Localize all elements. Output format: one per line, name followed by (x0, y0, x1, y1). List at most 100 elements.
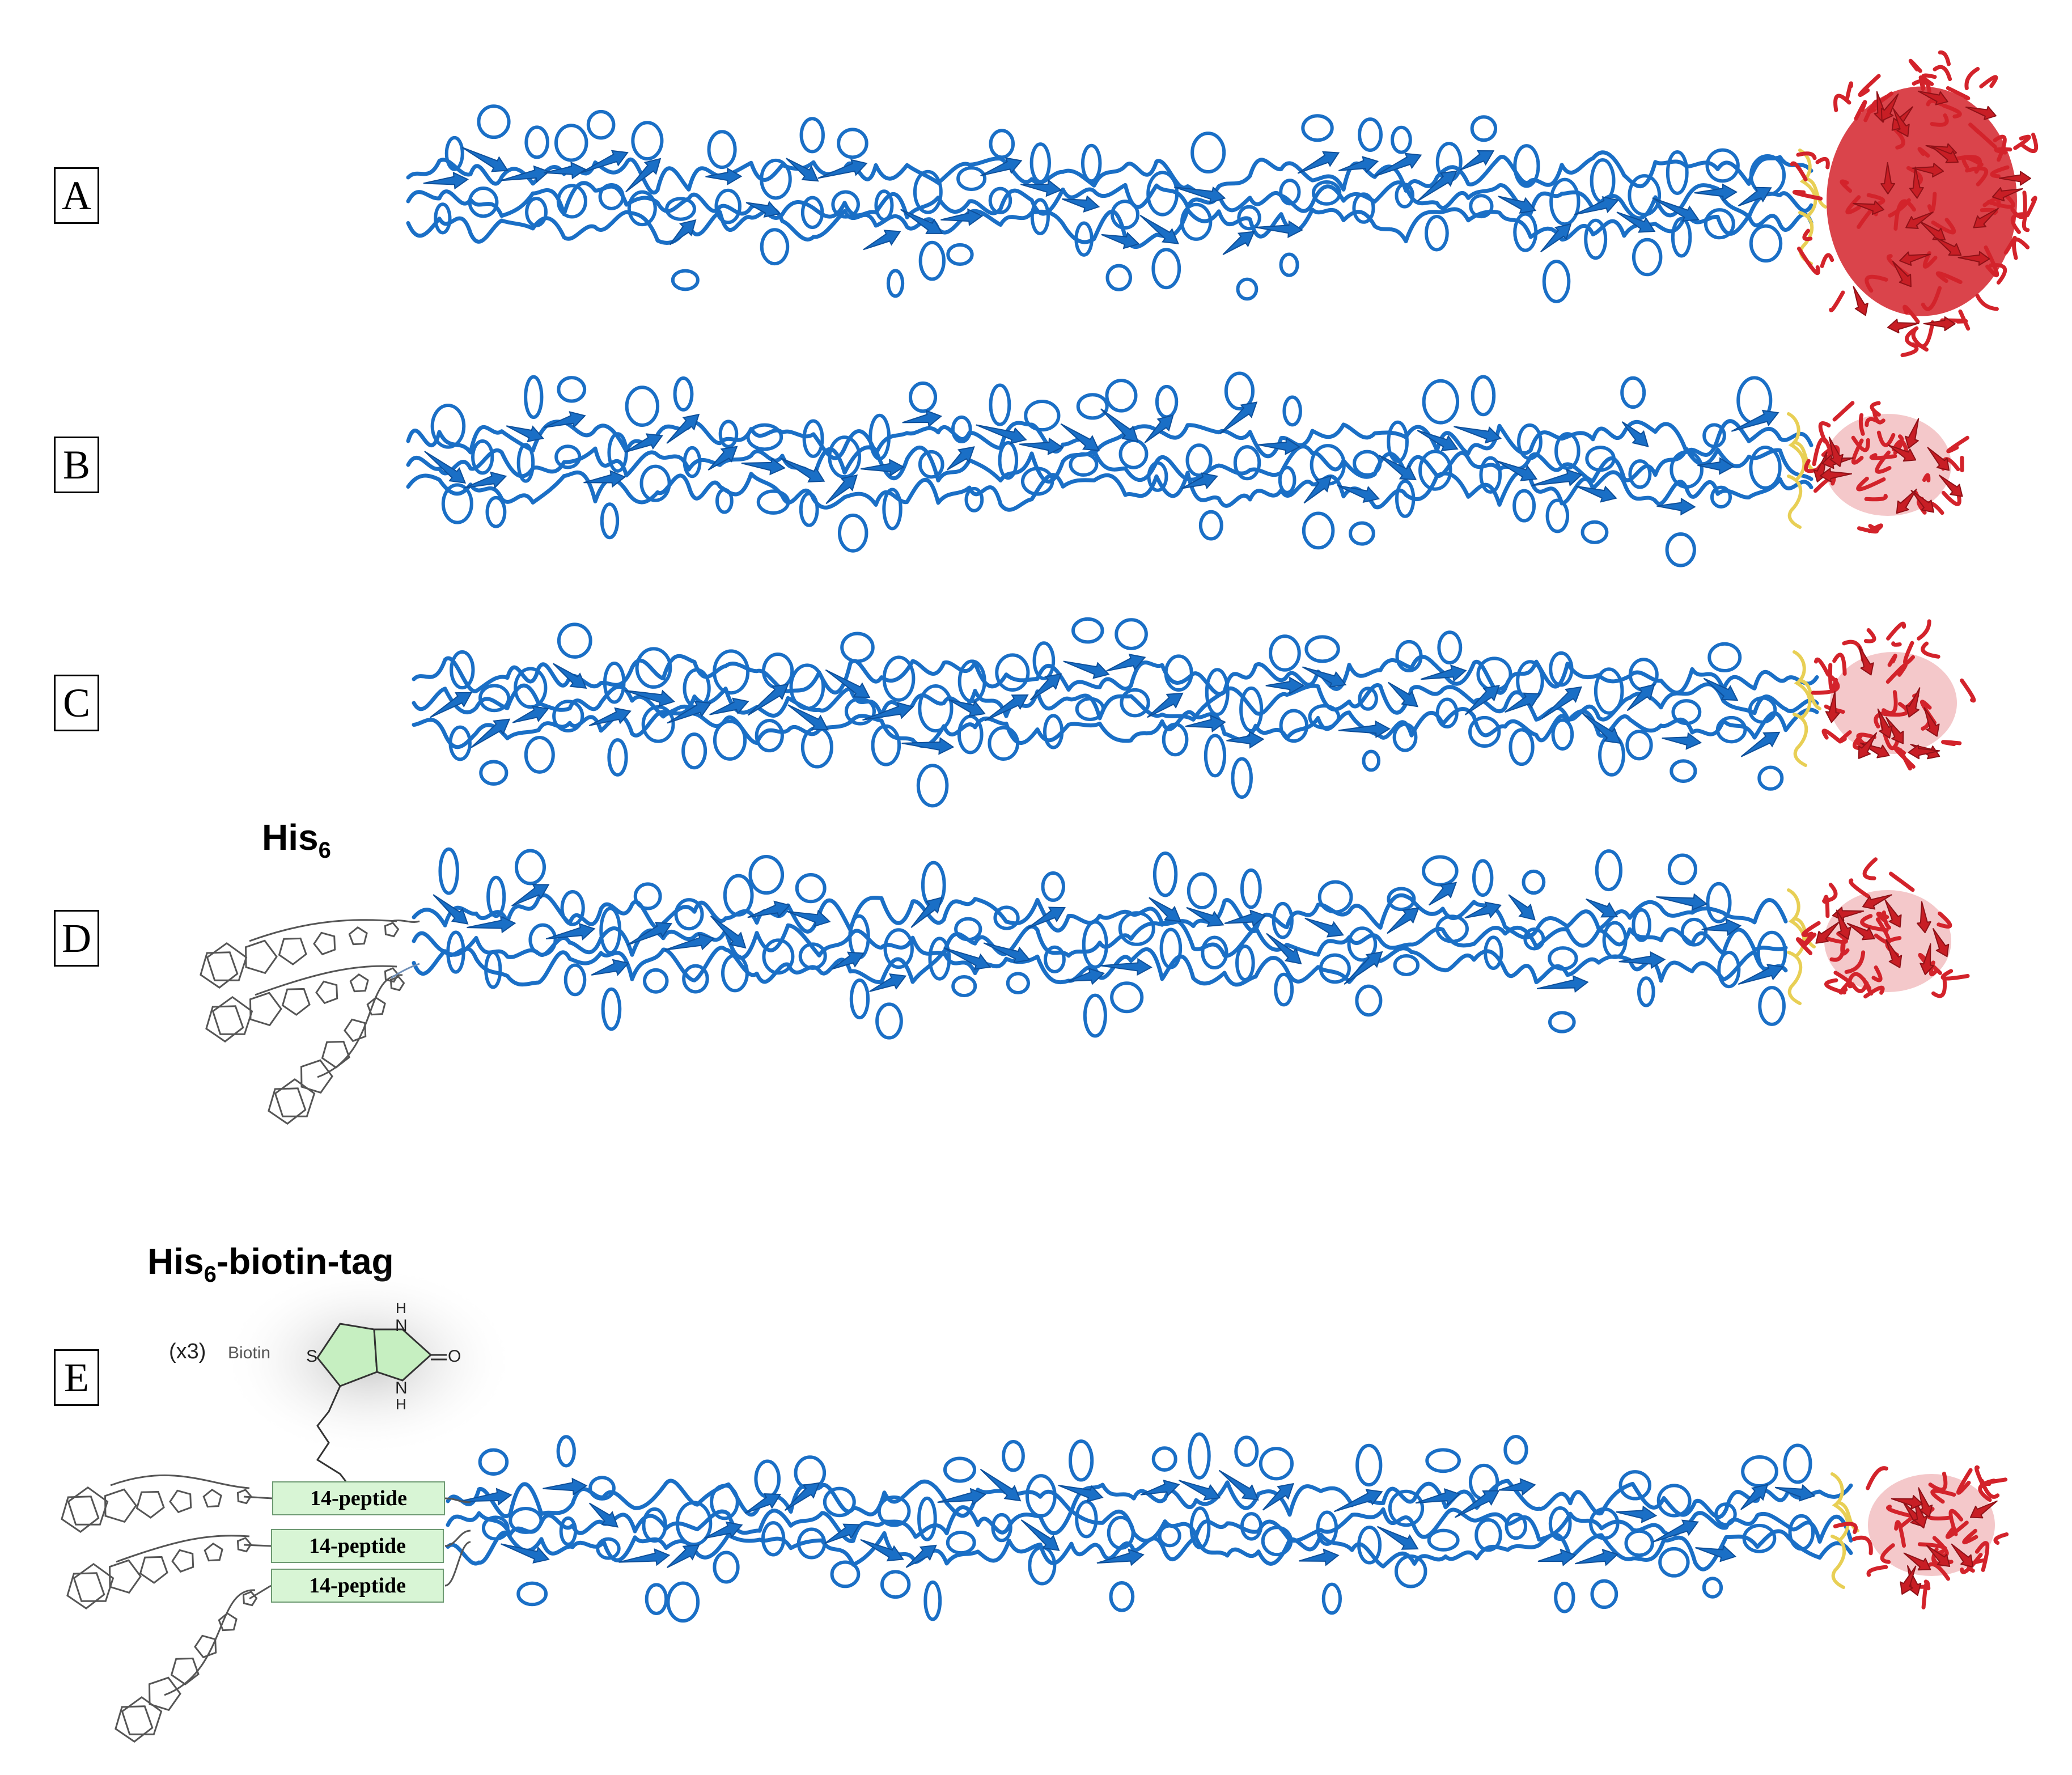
shaft-ribbon (980, 157, 1023, 176)
shaft-loop (1702, 423, 1726, 448)
peptide-connector (444, 1497, 471, 1503)
shaft-ribbon (1222, 231, 1255, 255)
knob-loop (1917, 619, 1931, 641)
shaft-loop (1472, 859, 1494, 897)
shaft-loop (639, 464, 671, 502)
knob-loop (1833, 1522, 1858, 1534)
tag-connector (391, 963, 420, 979)
knob-loop (1844, 950, 1866, 974)
knob-loop (1891, 641, 1902, 647)
shaft-ribbon (501, 1543, 550, 1564)
shaft-ribbon (1454, 426, 1502, 444)
shaft-loop (633, 882, 662, 910)
shaft-ribbon (433, 894, 469, 925)
shaft-ribbon (1139, 214, 1180, 244)
knob-ribbon (1965, 105, 1997, 120)
shaft-ribbon (1298, 1548, 1340, 1566)
shaft-loop (1620, 376, 1646, 409)
shaft-loop (1081, 143, 1102, 183)
peptide-box-1: 14-peptide (272, 1481, 445, 1515)
linker-strand (1831, 1472, 1850, 1541)
shaft-ribbon (1338, 720, 1391, 739)
histidine-ring (344, 1018, 367, 1043)
knob-loop (1918, 75, 1925, 91)
shaft-loop (871, 724, 901, 766)
knob-c (1811, 619, 1976, 770)
shaft-loop (1075, 1499, 1098, 1539)
shaft-loop (625, 385, 660, 427)
linker-strand (1798, 149, 1817, 217)
histidine-ring (135, 1490, 165, 1519)
histidine-ring (278, 937, 307, 965)
knob-ribbon (1919, 221, 1946, 241)
shaft-loop (586, 109, 616, 140)
shaft-ribbon (1695, 1544, 1737, 1562)
knob-loop (1975, 294, 1999, 311)
tag-backbone (116, 1535, 250, 1563)
shaft-loop (917, 1496, 937, 1541)
knob-loop (1820, 253, 1834, 268)
shaft-ribbon (1420, 664, 1467, 683)
shaft-loop (1188, 1432, 1211, 1480)
shaft-loop (849, 978, 870, 1020)
shaft-loop (524, 375, 544, 420)
shaft-loop (1357, 1526, 1382, 1565)
knob-loop (1962, 1528, 1978, 1544)
knob-loop (1875, 450, 1892, 474)
shaft-loop (1180, 202, 1213, 241)
shaft-loop (671, 269, 700, 291)
knob-loop (1866, 1466, 1888, 1490)
shaft-loop (1706, 882, 1732, 923)
knob-loop (1886, 621, 1906, 641)
shaft-ribbon (1454, 1490, 1500, 1518)
shaft-loop (1618, 1470, 1652, 1501)
shaft-ribbon (1266, 933, 1302, 965)
shaft-loop (1704, 208, 1735, 240)
knob-ribbon (1933, 928, 1950, 958)
knob-loop (1994, 147, 2012, 155)
shaft-loop (1670, 450, 1704, 489)
shaft-ribbon (1063, 660, 1110, 679)
shaft-ribbon (863, 230, 901, 251)
linker-strand (1793, 650, 1812, 719)
shaft-loop (1189, 1506, 1211, 1549)
shaft-loop (603, 662, 626, 704)
knob-loop (1882, 910, 1892, 930)
shaft-loop (478, 684, 511, 713)
shaft-loop (1043, 714, 1064, 749)
shaft-loop (1512, 489, 1536, 523)
histidine-ring (139, 1556, 168, 1584)
shaft-loop (1742, 1523, 1777, 1553)
linker-c (1793, 650, 1821, 767)
shaft-ribbon (1656, 497, 1696, 516)
shaft-ribbon (591, 959, 630, 976)
fiber-a (406, 50, 2039, 358)
knob-ribbon (1836, 909, 1851, 940)
shaft-loop (993, 905, 1020, 930)
knob-ribbon (1900, 1565, 1917, 1595)
shaft-ribbon (1106, 654, 1146, 672)
knob-loop (1813, 657, 1831, 677)
shaft-loop (448, 725, 472, 761)
knob-a (1790, 50, 2039, 358)
shaft-loop (746, 423, 783, 451)
shaft-loop (1783, 1443, 1812, 1484)
shaft-loop (1714, 1502, 1737, 1527)
shaft-loop (989, 383, 1011, 426)
shaft-ribbon (948, 699, 986, 717)
histidine-ring (169, 1489, 192, 1514)
shaft-loop (1757, 765, 1784, 791)
shaft-loop (554, 124, 588, 162)
shaft-loop (673, 376, 694, 412)
shaft-ribbon (1378, 455, 1417, 481)
shaft-ribbon (545, 923, 596, 941)
shaft-loop (1523, 927, 1545, 951)
shaft-loop (1353, 450, 1382, 477)
shaft-loop (599, 906, 622, 955)
shaft-loop (1551, 718, 1574, 751)
shaft-loop (754, 1459, 781, 1499)
shaft-loop (1319, 953, 1351, 984)
shaft-loop (1585, 446, 1616, 472)
panel-label-a: A (54, 167, 99, 224)
knob-loop (1917, 147, 1930, 158)
